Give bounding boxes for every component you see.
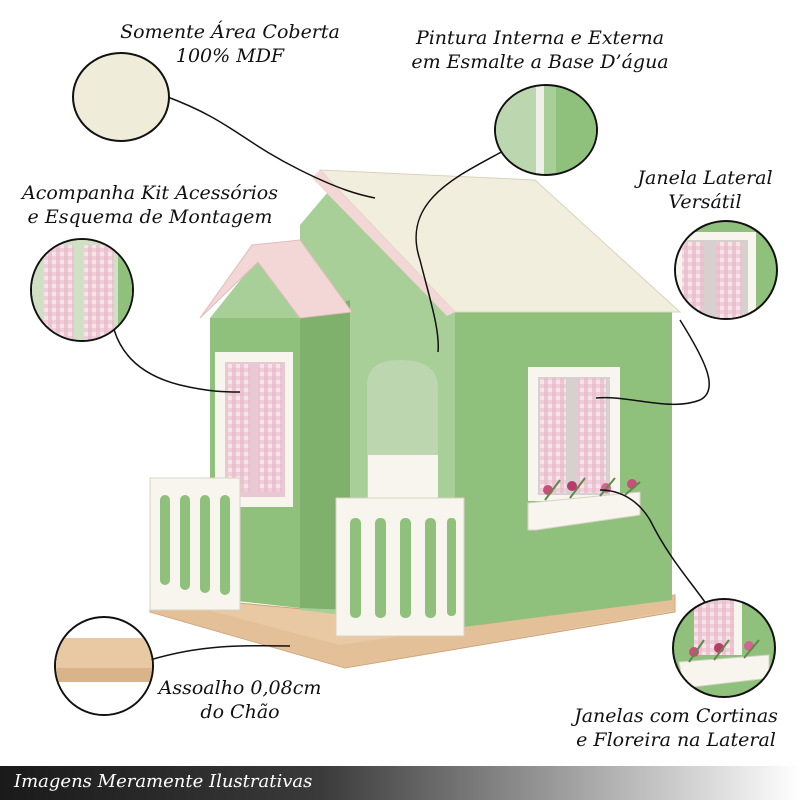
callout-kit: Acompanha Kit Acessórios e Esquema de Mo… xyxy=(10,181,290,229)
callout-floor-line2: do Chão xyxy=(200,701,280,723)
side-window-detail xyxy=(674,220,778,320)
connector-top-center xyxy=(415,149,506,353)
connector-bottom-right xyxy=(599,489,713,613)
callout-mdf-line1: Somente Área Coberta xyxy=(120,21,340,43)
callout-mdf-line2: 100% MDF xyxy=(175,45,285,67)
callout-curtains-line1: Janelas com Cortinas xyxy=(574,705,778,727)
callout-side-window-line1: Janela Lateral xyxy=(637,167,773,189)
callout-floor-line1: Assoalho 0,08cm xyxy=(158,677,322,699)
callout-paint: Pintura Interna e Externa em Esmalte a B… xyxy=(395,26,685,74)
callout-curtains: Janelas com Cortinas e Floreira na Later… xyxy=(556,704,796,752)
curtain-detail xyxy=(30,238,134,342)
callout-side-window-line2: Versátil xyxy=(668,191,742,213)
callout-curtains-line2: e Floreira na Lateral xyxy=(576,729,776,751)
paint-detail xyxy=(494,84,598,176)
mdf-swatch-detail xyxy=(72,52,170,142)
callout-mdf: Somente Área Coberta 100% MDF xyxy=(110,20,350,68)
footer-caption: Imagens Meramente Ilustrativas xyxy=(14,771,313,792)
callout-kit-line2: e Esquema de Montagem xyxy=(27,206,273,228)
connector-top-left xyxy=(164,95,376,199)
callout-paint-line2: em Esmalte a Base D’água xyxy=(411,51,669,73)
callout-paint-line1: Pintura Interna e Externa xyxy=(415,27,665,49)
callout-floor: Assoalho 0,08cm do Chão xyxy=(150,676,330,724)
connector-bottom-left xyxy=(149,644,291,661)
connector-right xyxy=(595,319,710,406)
footer-banner: Imagens Meramente Ilustrativas xyxy=(0,766,800,800)
floor-detail xyxy=(54,616,154,716)
flower-box-detail xyxy=(672,598,776,698)
left-wing-roof xyxy=(199,239,353,319)
callout-kit-line1: Acompanha Kit Acessórios xyxy=(22,182,278,204)
left-wing-gable xyxy=(210,258,300,318)
callout-side-window: Janela Lateral Versátil xyxy=(630,166,780,214)
